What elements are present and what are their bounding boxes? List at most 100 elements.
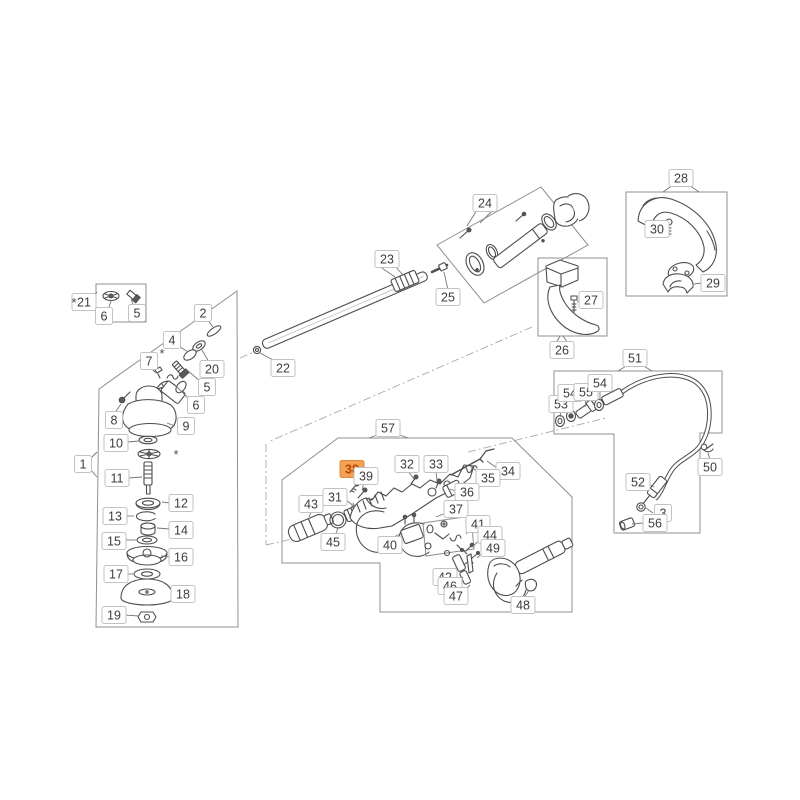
part-label-30[interactable]: 30 bbox=[644, 220, 670, 238]
part-label-5[interactable]: 5 bbox=[198, 378, 216, 396]
part-label-19[interactable]: 19 bbox=[101, 606, 127, 624]
part-number: 35 bbox=[481, 472, 495, 486]
part-label-13[interactable]: 13 bbox=[102, 507, 128, 525]
part-number: 54 bbox=[593, 377, 607, 391]
part-label-2[interactable]: 2 bbox=[194, 304, 212, 322]
part-label-10[interactable]: 10 bbox=[103, 434, 129, 452]
part-number: 57 bbox=[381, 422, 395, 436]
part-label-48[interactable]: 48 bbox=[510, 596, 536, 614]
part-number: 9 bbox=[183, 420, 190, 434]
part-number: 43 bbox=[304, 498, 318, 512]
part-number: 36 bbox=[460, 486, 474, 500]
part-number: 4 bbox=[169, 334, 176, 348]
part-label-16[interactable]: 16 bbox=[168, 548, 194, 566]
part-label-27[interactable]: 27 bbox=[578, 291, 604, 309]
part-number: 5 bbox=[134, 307, 141, 321]
part-label-6[interactable]: 6 bbox=[187, 396, 205, 414]
part-label-39[interactable]: 39 bbox=[353, 467, 379, 485]
part-label-32[interactable]: 32 bbox=[394, 455, 420, 473]
asterisk-marker: • bbox=[541, 233, 546, 248]
part-label-52[interactable]: 52 bbox=[625, 473, 651, 491]
part-number: 23 bbox=[380, 253, 394, 267]
part-label-36[interactable]: 36 bbox=[454, 483, 480, 501]
part-label-26[interactable]: 26 bbox=[549, 341, 575, 359]
part-label-23[interactable]: 23 bbox=[374, 250, 400, 268]
part-number: 6 bbox=[193, 399, 200, 413]
part-label-17[interactable]: 17 bbox=[103, 565, 129, 583]
part-number: 22 bbox=[276, 362, 290, 376]
part-label-22[interactable]: 22 bbox=[270, 359, 296, 377]
part-label-9[interactable]: 9 bbox=[177, 417, 195, 435]
part-number: 56 bbox=[648, 517, 662, 531]
part-number: 13 bbox=[108, 510, 122, 524]
cable-clip-50 bbox=[700, 443, 714, 453]
part-label-25[interactable]: 25 bbox=[435, 288, 461, 306]
part-number: 3 bbox=[660, 507, 667, 521]
part-label-35[interactable]: 35 bbox=[475, 469, 501, 487]
loop-handle-box-28 bbox=[625, 184, 728, 297]
part-number: 47 bbox=[449, 590, 463, 604]
part-label-5[interactable]: 5 bbox=[128, 304, 146, 322]
drive-shaft-group bbox=[252, 262, 449, 355]
part-number: 25 bbox=[441, 291, 455, 305]
part-label-40[interactable]: 40 bbox=[377, 536, 403, 554]
part-label-43[interactable]: 43 bbox=[298, 495, 324, 513]
throttle-cable-box-51 bbox=[553, 364, 723, 534]
part-label-51[interactable]: 51 bbox=[622, 349, 648, 367]
part-number: 32 bbox=[400, 458, 414, 472]
part-number: 20 bbox=[205, 363, 219, 377]
part-label-14[interactable]: 14 bbox=[168, 521, 194, 539]
gearhead-assembly-group bbox=[90, 290, 239, 628]
part-number: 48 bbox=[516, 599, 530, 613]
kit-box-21 bbox=[91, 283, 147, 323]
part-label-45[interactable]: 45 bbox=[320, 533, 346, 551]
part-label-12[interactable]: 12 bbox=[168, 494, 194, 512]
part-label-56[interactable]: 56 bbox=[642, 514, 668, 532]
part-label-57[interactable]: 57 bbox=[375, 419, 401, 437]
part-number: 45 bbox=[326, 536, 340, 550]
part-label-4[interactable]: 4 bbox=[163, 331, 181, 349]
part-label-37[interactable]: 37 bbox=[443, 500, 469, 518]
part-label-11[interactable]: 11 bbox=[104, 469, 130, 487]
part-number: 7 bbox=[146, 355, 153, 369]
barrier-handle-box-26 bbox=[537, 257, 608, 344]
trigger-housing-box-57 bbox=[281, 433, 574, 613]
part-number: 2 bbox=[200, 307, 207, 321]
part-label-24[interactable]: 24 bbox=[472, 194, 498, 212]
part-label-34[interactable]: 34 bbox=[495, 462, 521, 480]
part-number: 33 bbox=[429, 458, 443, 472]
part-label-18[interactable]: 18 bbox=[170, 585, 196, 603]
part-number: 40 bbox=[383, 539, 397, 553]
part-number: 17 bbox=[109, 568, 123, 582]
part-label-47[interactable]: 47 bbox=[443, 587, 469, 605]
part-label-15[interactable]: 15 bbox=[101, 532, 127, 550]
part-number: 18 bbox=[176, 588, 190, 602]
part-label-49[interactable]: 49 bbox=[480, 539, 506, 557]
part-label-31[interactable]: 31 bbox=[322, 488, 348, 506]
part-label-50[interactable]: 50 bbox=[697, 458, 723, 476]
part-number: 30 bbox=[650, 223, 664, 237]
part-label-20[interactable]: 20 bbox=[199, 360, 225, 378]
part-number: 34 bbox=[501, 465, 515, 479]
asterisk-marker: * bbox=[173, 447, 178, 462]
part-label-21[interactable]: 21 bbox=[71, 293, 97, 311]
part-label-29[interactable]: 29 bbox=[700, 274, 726, 292]
part-number: 50 bbox=[703, 461, 717, 475]
part-number: 31 bbox=[328, 491, 342, 505]
part-label-8[interactable]: 8 bbox=[105, 411, 123, 429]
part-label-28[interactable]: 28 bbox=[668, 169, 694, 187]
coupling-box-24 bbox=[436, 186, 590, 304]
part-number: 19 bbox=[107, 609, 121, 623]
part-label-54[interactable]: 54 bbox=[587, 374, 613, 392]
part-number: 14 bbox=[174, 524, 188, 538]
part-number: 6 bbox=[101, 310, 108, 324]
part-number: 49 bbox=[486, 542, 500, 556]
part-label-7[interactable]: 7 bbox=[140, 352, 158, 370]
part-label-33[interactable]: 33 bbox=[423, 455, 449, 473]
asterisk-marker: * bbox=[159, 346, 164, 361]
part-number: 8 bbox=[111, 414, 118, 428]
part-label-6[interactable]: 6 bbox=[95, 307, 113, 325]
part-label-1[interactable]: 1 bbox=[74, 455, 92, 473]
